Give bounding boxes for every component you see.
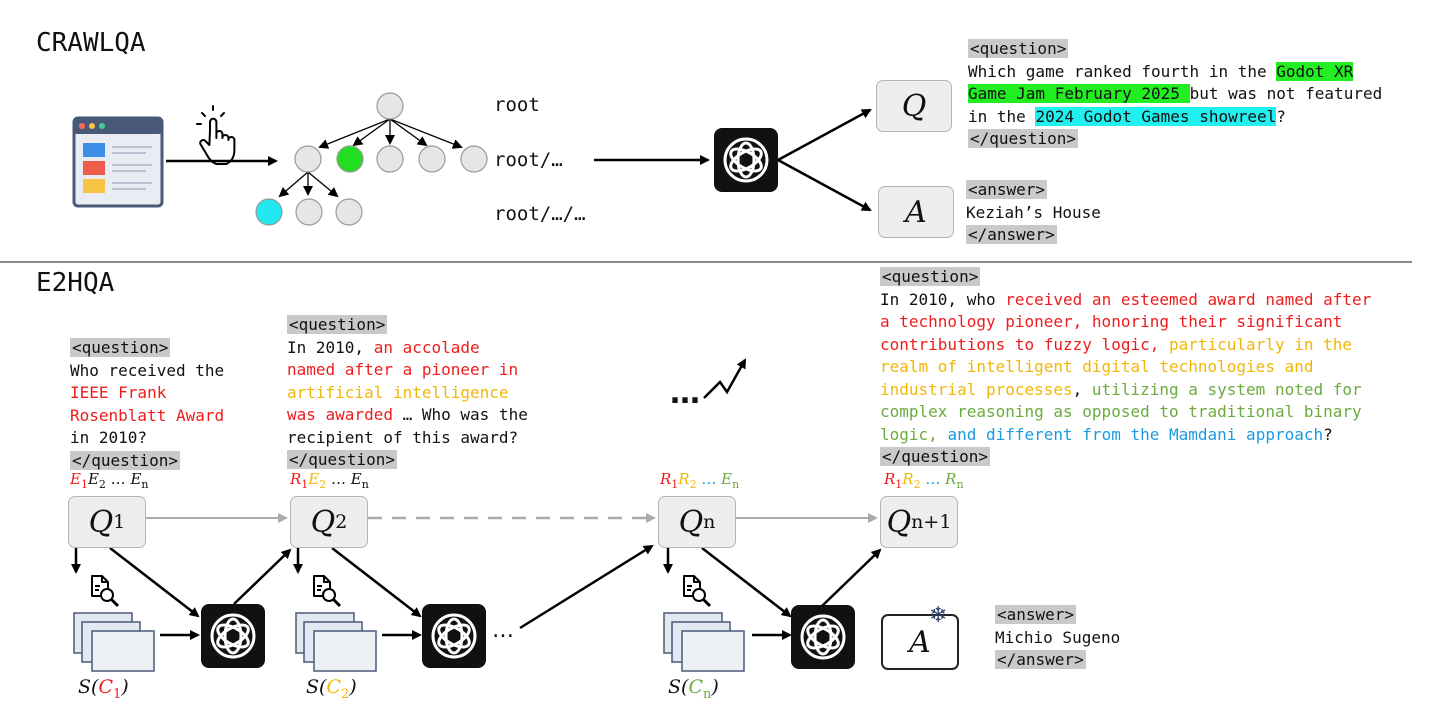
seq-label-q1: E1E2 … En — [70, 470, 149, 491]
ellipsis-mid: … — [492, 618, 514, 643]
crawl-answer-block: <answer> Keziah’s House </answer> — [966, 180, 1101, 244]
highlight-godot-xr: Godot XR — [1276, 61, 1354, 81]
seq-label-q2: R1E2 … En — [290, 470, 369, 491]
arrow-llm1-to-q2 — [233, 548, 292, 605]
browser-window-icon — [72, 116, 164, 208]
seq-label-qn: R1R2 … En — [660, 470, 740, 491]
click-hand-icon — [196, 105, 236, 165]
e2h-q2-block: <question> In 2010, an accolade named af… — [287, 315, 528, 469]
arrow-q2-to-llm2 — [331, 547, 422, 618]
path-root-grandchild: root/…/… — [494, 203, 586, 225]
question-open-tag: <question> — [968, 39, 1069, 58]
arrow-llm-to-qn — [519, 544, 654, 630]
site-tree-edges — [278, 118, 463, 198]
ellipsis-big: … — [670, 376, 700, 411]
s-c2-label: S(C2) — [306, 676, 357, 702]
arrow-llm-to-q — [777, 108, 872, 162]
doc-search-icon — [91, 575, 712, 608]
final-answer-node: A — [881, 614, 959, 670]
arrow-q1-to-llm1 — [109, 547, 200, 618]
s-c1-label: S(C1) — [78, 676, 129, 702]
document-stack-icon — [73, 612, 745, 672]
e2hqa-title: E2HQA — [36, 268, 115, 298]
e2h-qn1-block: <question> In 2010, who received an este… — [880, 267, 1372, 466]
arrow-qn-to-llmn — [701, 547, 792, 618]
trend-arrow-icon — [703, 358, 747, 399]
path-root: root — [494, 94, 540, 116]
highlight-showreel: 2024 Godot Games showreel — [1035, 106, 1277, 126]
question-close-tag: </question> — [968, 129, 1078, 148]
e2h-answer-text: Michio Sugeno — [995, 627, 1121, 647]
crawl-q-node: Q — [876, 80, 952, 132]
seq-label-qn1: R1R2 … Rn — [884, 470, 964, 491]
snowflake-icon: ❄ — [929, 603, 948, 628]
e2h-answer-block: <answer> Michio Sugeno </answer> — [995, 605, 1121, 669]
crawl-answer-text: Keziah’s House — [966, 202, 1101, 222]
highlight-game-jam: Game Jam February 2025 — [968, 84, 1190, 103]
crawl-a-node: A — [878, 186, 954, 238]
site-tree-nodes — [255, 92, 488, 226]
crawl-question-block: <question> Which game ranked fourth in t… — [968, 39, 1383, 148]
arrow-llmn-to-qn1 — [821, 548, 882, 607]
e2h-q1-block: <question> Who received the IEEE Frank R… — [70, 338, 225, 470]
arrow-llm-to-a — [777, 158, 872, 212]
path-root-child: root/… — [494, 149, 563, 171]
crawlqa-title: CRAWLQA — [36, 28, 146, 58]
llm-logo-icon — [210, 137, 846, 660]
s-cn-label: S(Cn) — [668, 676, 719, 702]
